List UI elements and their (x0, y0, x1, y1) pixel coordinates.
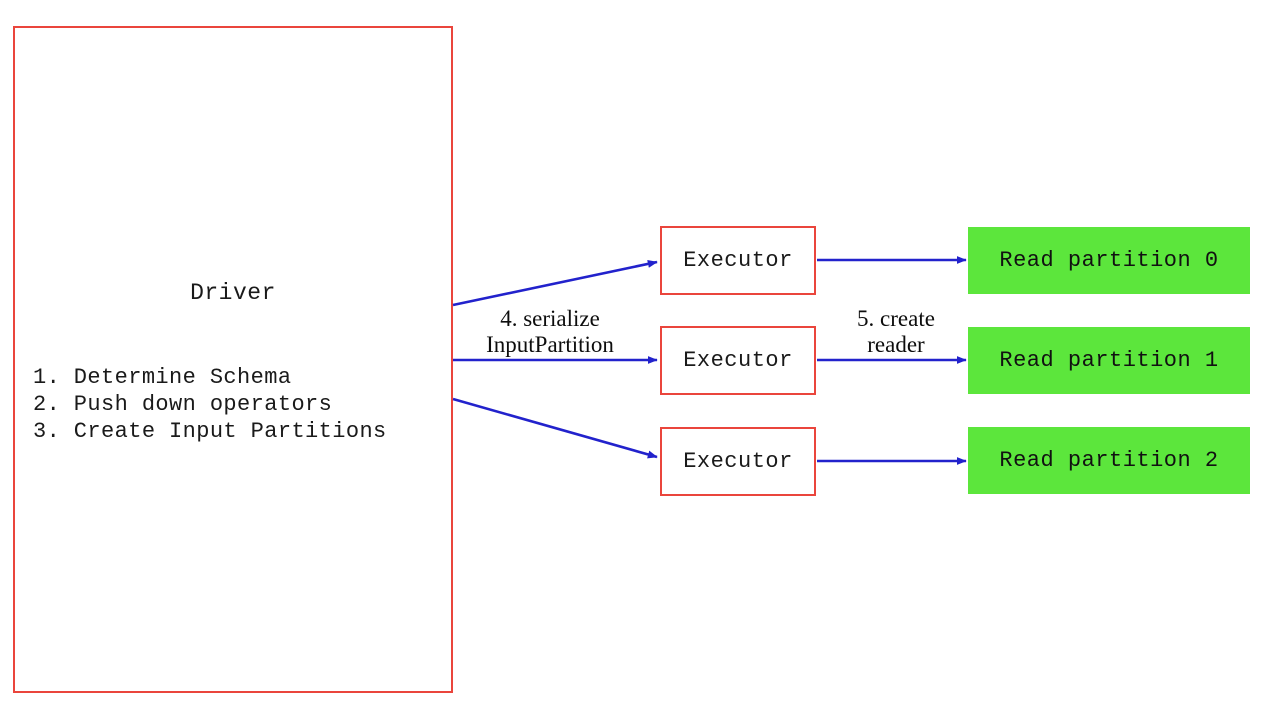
executor-box-0: Executor (660, 226, 816, 295)
arrow-driver-to-executor-2 (452, 397, 658, 459)
executor-box-1: Executor (660, 326, 816, 395)
arrow-label-create-reader: 5. create reader (857, 306, 935, 357)
arrow-driver-to-executor-0 (452, 259, 658, 307)
read-partition-box-1: Read partition 1 (968, 327, 1250, 394)
driver-steps-list: 1. Determine Schema 2. Push down operato… (33, 365, 387, 444)
read-partition-box-2: Read partition 2 (968, 427, 1250, 494)
read-partition-box-0: Read partition 0 (968, 227, 1250, 294)
driver-title: Driver (190, 280, 276, 306)
arrow-label-serialize-inputpartition: 4. serialize InputPartition (486, 306, 614, 357)
driver-box: Driver 1. Determine Schema 2. Push down … (13, 26, 453, 693)
executor-box-2: Executor (660, 427, 816, 496)
